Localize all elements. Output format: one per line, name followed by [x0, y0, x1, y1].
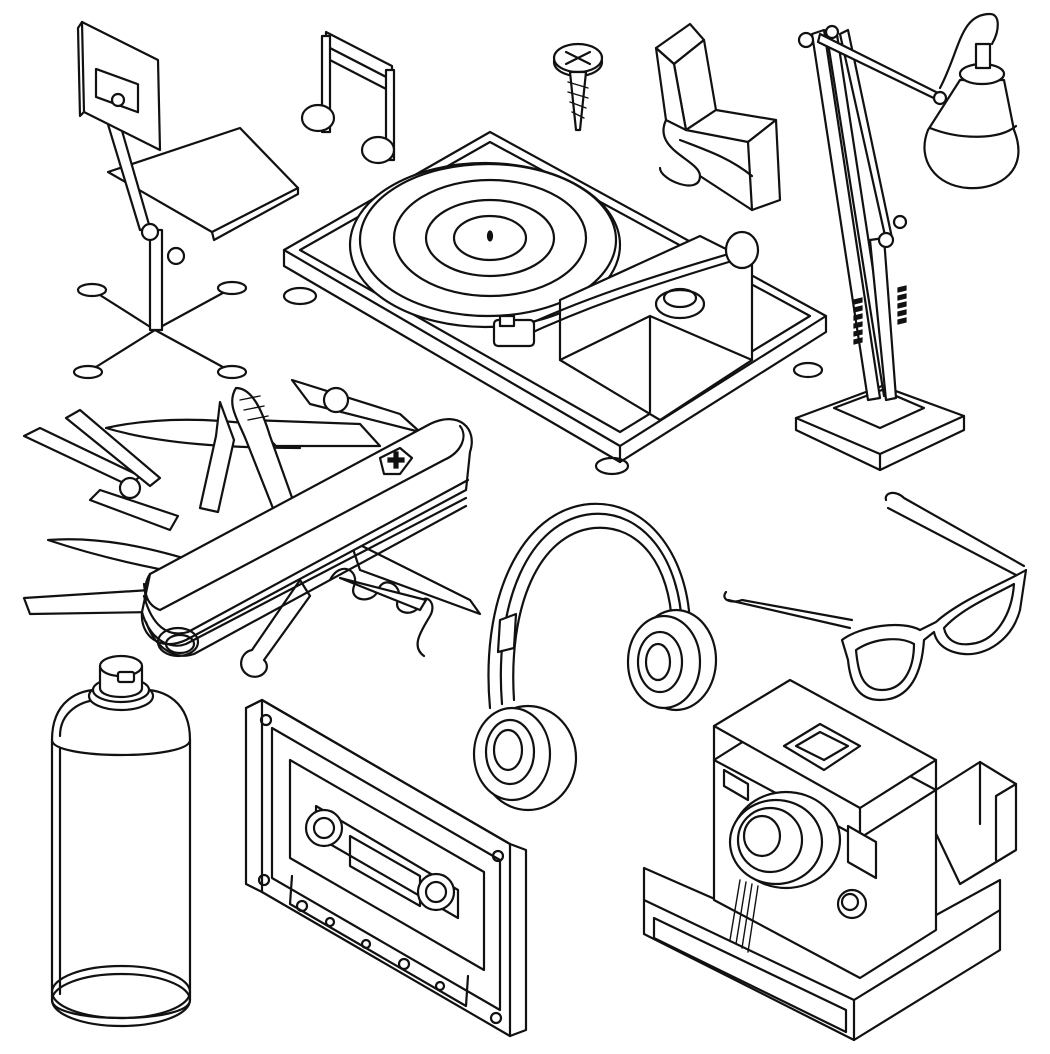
swiss-army-knife-icon	[24, 380, 480, 677]
cassette-tape-icon	[246, 700, 526, 1036]
record-player-icon	[284, 132, 826, 474]
spray-can-icon	[52, 656, 190, 1026]
screw-icon	[554, 44, 602, 130]
headphones-icon	[474, 504, 716, 810]
sunglasses-icon	[724, 493, 1026, 700]
zigzag-chair-icon	[656, 24, 780, 210]
desk-lamp-icon	[796, 14, 1018, 470]
instant-camera-icon	[644, 680, 1016, 1040]
music-note-icon	[302, 32, 394, 163]
office-chair-icon	[74, 22, 298, 378]
